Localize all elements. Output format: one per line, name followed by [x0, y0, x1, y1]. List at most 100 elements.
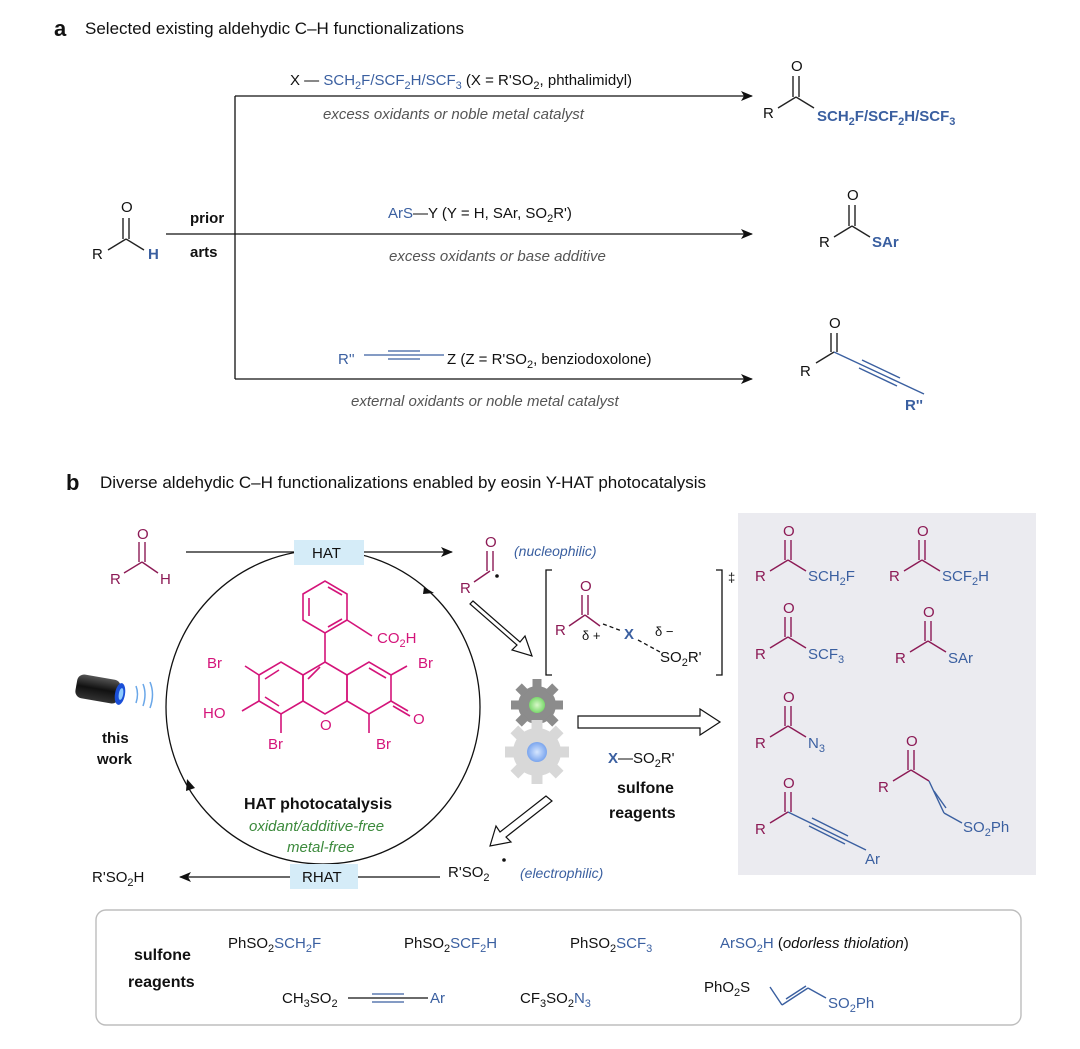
product-b4-r: R	[895, 650, 906, 667]
aldehyde-h: H	[148, 246, 159, 263]
product-b1-r: R	[755, 568, 766, 585]
electrophilic-label: (electrophilic)	[520, 865, 603, 881]
this-work-2: work	[96, 751, 133, 768]
open-arrow-down	[469, 600, 533, 657]
product-b3-r: R	[755, 646, 766, 663]
reagents-box-label-2: reagents	[128, 974, 195, 991]
product-b6-o: O	[906, 733, 918, 750]
sulfone-label-1: sulfone	[617, 780, 674, 797]
panel-a-title: Selected existing aldehydic C–H function…	[85, 19, 464, 38]
aldehyde-o: O	[121, 199, 133, 216]
product-b5-r: R	[755, 735, 766, 752]
reagent-7-right: SO2Ph	[828, 995, 874, 1015]
branch-lines	[166, 91, 753, 384]
row1-note: excess oxidants or noble metal catalyst	[323, 106, 585, 123]
product-b1-o: O	[783, 523, 795, 540]
eosin-br-1: Br	[207, 655, 222, 672]
product-b2-r: R	[889, 568, 900, 585]
aldehyde-b	[123, 542, 159, 574]
product-b7-o: O	[783, 775, 795, 792]
row3-note: external oxidants or noble metal catalys…	[351, 393, 619, 410]
eosin-br-4: Br	[376, 736, 391, 753]
radical-dot	[495, 574, 499, 578]
product-b7-group: Ar	[865, 851, 880, 868]
panel-a-letter: a	[54, 16, 67, 41]
ts-bracket	[545, 569, 723, 676]
product-b4	[909, 621, 947, 653]
product-b1	[769, 540, 807, 572]
product-b6	[892, 750, 930, 782]
reagent-7-alkene	[769, 985, 827, 1006]
acyl-radical-o: O	[485, 534, 497, 551]
gear-icon-top	[511, 679, 563, 731]
product-a2-r: R	[819, 234, 830, 251]
open-arrow-sw	[489, 795, 553, 847]
nucleophilic-label: (nucleophilic)	[514, 543, 596, 559]
product-a3	[815, 333, 838, 364]
product-b7-r: R	[755, 821, 766, 838]
aldehyde-start	[107, 218, 145, 251]
product-b5-group: N3	[808, 735, 825, 755]
open-arrow-right	[577, 707, 722, 737]
metal-free-label: metal-free	[287, 839, 355, 856]
reagent-5-triple-bond	[348, 993, 428, 1003]
gear-icon-bottom	[505, 720, 569, 784]
hat-box	[294, 540, 364, 565]
oxidant-free-label: oxidant/additive-free	[249, 818, 384, 835]
product-a1-group: SCH2F/SCF2H/SCF3	[817, 108, 955, 128]
eosin-ring-o: O	[320, 717, 332, 734]
product-b5-o: O	[783, 689, 795, 706]
reagents-box	[95, 909, 1022, 1026]
hat-photocatalysis-label: HAT photocatalysis	[244, 796, 392, 813]
ts-r: R	[555, 622, 566, 639]
row3-reagent-r: R''	[338, 351, 355, 368]
reagents-box-label-1: sulfone	[134, 947, 191, 964]
product-a3-alkyne	[833, 351, 925, 395]
products-panel	[738, 513, 1036, 875]
ts-x: X	[624, 626, 634, 643]
ts-delta-minus: δ −	[655, 624, 673, 639]
sulfone-formula: X—SO2R'	[608, 750, 675, 770]
prior-label: prior	[190, 210, 224, 227]
acyl-radical	[473, 551, 494, 583]
rhat-box	[290, 864, 358, 889]
product-b2-o: O	[917, 523, 929, 540]
product-b3-group: SCF3	[808, 646, 844, 666]
sulfonyl-radical: R'SO2	[448, 864, 490, 884]
product-b5	[769, 706, 807, 738]
panel-b-letter: b	[66, 470, 79, 495]
product-a2-o: O	[847, 187, 859, 204]
this-work-1: this	[102, 730, 129, 747]
row2-note: excess oxidants or base additive	[389, 248, 606, 265]
reagent-1: PhSO2SCH2F	[228, 935, 321, 955]
product-b2-group: SCF2H	[942, 568, 989, 588]
reagent-2: PhSO2SCF2H	[404, 935, 497, 955]
product-a1-o: O	[791, 58, 803, 75]
product-b4-o: O	[923, 604, 935, 621]
reagent-4: ArSO2H (odorless thiolation)	[720, 935, 909, 955]
reagent-6: CF3SO2N3	[520, 990, 591, 1010]
eosin-br-3: Br	[268, 736, 283, 753]
ts-so2r: SO2R'	[660, 649, 702, 669]
product-b7	[769, 792, 792, 824]
rso2h-label: R'SO2H	[92, 869, 144, 889]
product-b2	[903, 540, 941, 572]
acyl-radical-r: R	[460, 580, 471, 597]
product-a3-group: R''	[905, 397, 923, 414]
reagent-5-ar: Ar	[430, 990, 445, 1007]
cycle-arrow-top	[423, 587, 434, 594]
rhat-label: RHAT	[302, 869, 342, 886]
cycle-arrow-left	[186, 779, 195, 791]
product-b3-o: O	[783, 600, 795, 617]
eosin-y-structure	[241, 580, 411, 733]
aldehyde-b-o: O	[137, 526, 149, 543]
product-b4-group: SAr	[948, 650, 973, 667]
product-b7-alkyne	[787, 811, 867, 851]
eosin-br-2: Br	[418, 655, 433, 672]
reagent-3: PhSO2SCF3	[570, 935, 652, 955]
product-a2-group: SAr	[872, 234, 899, 251]
row3-triple-bond	[364, 350, 444, 360]
aldehyde-b-r: R	[110, 571, 121, 588]
product-a3-o: O	[829, 315, 841, 332]
